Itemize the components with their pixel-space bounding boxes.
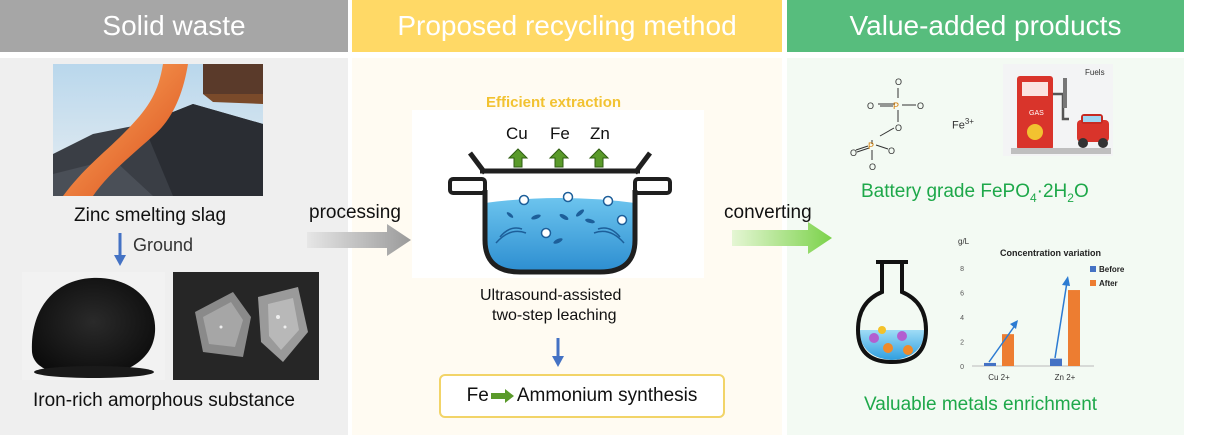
header-value-added: Value-added products <box>787 0 1184 52</box>
chart-legend-label: Before <box>1099 265 1125 274</box>
atom-o-bridge: O <box>895 123 902 133</box>
flask-icon <box>855 260 929 365</box>
header-value-added-label: Value-added products <box>849 10 1122 41</box>
battery-o: O <box>1073 181 1089 202</box>
green-right-arrow-icon <box>490 389 514 403</box>
sem-photo <box>173 272 319 380</box>
fe3-label: Fe3+ <box>952 117 974 132</box>
metal-cu: Cu <box>506 124 528 143</box>
increase-arrows <box>988 281 1068 363</box>
chart-legend-swatch <box>1090 280 1096 286</box>
fuel-station-image: Fuels GAS <box>1003 64 1113 156</box>
chart-ylabel: g/L <box>958 237 970 246</box>
up-arrow-zn <box>588 148 610 168</box>
processing-label: processing <box>309 202 401 223</box>
battery-grade-label: Battery grade FePO4·2H2O <box>861 181 1089 205</box>
header-solid-waste: Solid waste <box>0 0 348 52</box>
atom-o-bottom-left: O <box>850 148 857 158</box>
up-arrow-cu <box>507 148 529 168</box>
synthesis-box: Fe Ammonium synthesis <box>439 374 725 418</box>
powder-photo <box>22 272 165 380</box>
chart-legend-swatch <box>1090 266 1096 272</box>
efficient-extraction-label: Efficient extraction <box>486 94 622 111</box>
atom-p-bottom: P <box>868 141 874 151</box>
down-arrow-synthesis <box>552 338 564 367</box>
up-arrow-fe <box>548 148 570 168</box>
slag-pouring-photo <box>53 64 263 196</box>
chart-legend-label: After <box>1099 279 1118 288</box>
down-arrow-ground <box>114 233 126 266</box>
fuels-label: Fuels <box>1085 68 1105 77</box>
substance-label: Iron-rich amorphous substance <box>33 390 295 411</box>
converting-arrow <box>732 222 832 254</box>
chart-ytick-label: 8 <box>960 266 964 273</box>
chart-xtick-label: Zn 2+ <box>1055 373 1076 382</box>
chart-title: Concentration variation <box>1000 248 1101 258</box>
chart-bar-before-2 <box>1050 358 1062 366</box>
increase-arrow-head-zn <box>1062 276 1070 286</box>
battery-sub4: 4 <box>1029 190 1037 205</box>
chart-ytick-label: 2 <box>960 340 964 347</box>
atom-o-top: O <box>895 77 902 87</box>
atom-o-left: O <box>867 101 874 111</box>
leaching-line2: two-step leaching <box>492 307 617 324</box>
battery-grade-text: Battery grade FePO <box>861 181 1030 202</box>
fe3-charge: 3+ <box>964 117 974 126</box>
leaching-line1: Ultrasound-assisted <box>480 287 622 304</box>
phosphate-structure: O O P O O P O O O <box>850 77 924 172</box>
gas-label: GAS <box>1029 110 1044 117</box>
header-solid-waste-label: Solid waste <box>102 10 246 41</box>
chart-ytick-label: 0 <box>960 364 964 371</box>
slag-label: Zinc smelting slag <box>74 205 227 226</box>
chart-ytick-label: 4 <box>960 315 964 322</box>
increase-arrow-head-cu <box>1010 320 1018 329</box>
chart-ytick-label: 6 <box>960 291 964 298</box>
header-proposed-method: Proposed recycling method <box>352 0 782 52</box>
atom-o-right: O <box>917 101 924 111</box>
fe3-fe: Fe <box>952 119 965 132</box>
synthesis-text: Ammonium synthesis <box>516 385 698 406</box>
chart-xtick-label: Cu 2+ <box>988 373 1010 382</box>
enrichment-label: Valuable metals enrichment <box>864 394 1098 415</box>
leaching-pot-diagram <box>448 148 672 275</box>
header-proposed-method-label: Proposed recycling method <box>397 10 737 41</box>
chart-bar-after-2 <box>1068 290 1080 366</box>
processing-arrow <box>307 224 411 256</box>
chart-bar-after-1 <box>1002 334 1014 366</box>
metal-fe: Fe <box>550 124 570 143</box>
atom-o-bottom-right: O <box>888 146 895 156</box>
converting-label: converting <box>724 202 812 223</box>
battery-dot: ·2H <box>1036 181 1068 202</box>
concentration-chart: g/L Concentration variation 0 2 4 6 8 Cu 2+ Z… <box>958 237 1125 382</box>
panel-value-added <box>787 58 1184 435</box>
chart-bar-before-1 <box>984 362 996 366</box>
atom-o-bottom: O <box>869 162 876 172</box>
synthesis-fe: Fe <box>466 385 489 406</box>
atom-p-top: P <box>893 101 899 111</box>
ground-label: Ground <box>133 235 194 255</box>
battery-sub2: 2 <box>1067 190 1074 205</box>
metal-zn: Zn <box>590 124 610 143</box>
